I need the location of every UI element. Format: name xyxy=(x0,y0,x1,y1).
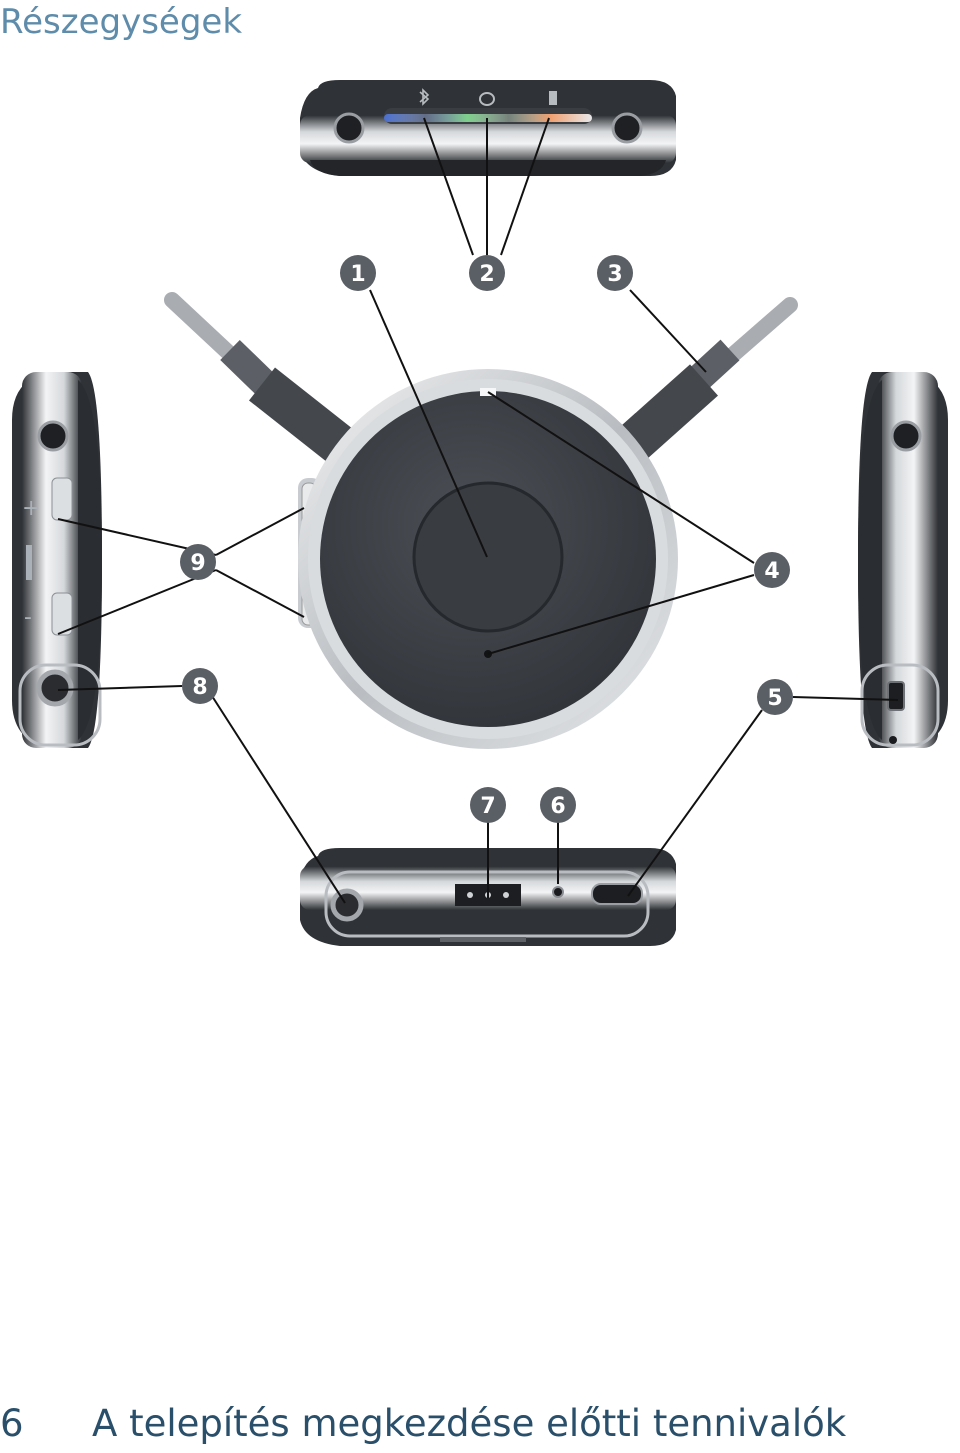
volume-minus-label: - xyxy=(24,605,32,630)
section-title: A telepítés megkezdése előtti tennivalók xyxy=(92,1402,846,1445)
svg-text:7: 7 xyxy=(480,794,495,819)
svg-text:1: 1 xyxy=(350,262,365,287)
svg-text:8: 8 xyxy=(192,675,207,700)
page-number: 6 xyxy=(0,1402,92,1445)
svg-text:2: 2 xyxy=(479,262,494,287)
svg-text:5: 5 xyxy=(767,686,782,711)
volume-plus-label: + xyxy=(22,496,40,521)
left-view: + - xyxy=(12,372,102,748)
callout-2: 2 xyxy=(469,255,505,291)
callout-4: 4 xyxy=(754,552,790,588)
callout-7: 7 xyxy=(470,787,506,823)
callout-8: 8 xyxy=(182,668,218,704)
callout-9: 9 xyxy=(180,544,216,580)
callout-6: 6 xyxy=(540,787,576,823)
svg-text:3: 3 xyxy=(607,262,622,287)
svg-text:4: 4 xyxy=(764,559,779,584)
charge-icon xyxy=(549,91,557,105)
front-view xyxy=(298,369,678,749)
callout-1: 1 xyxy=(340,255,376,291)
right-view xyxy=(858,372,948,748)
svg-text:9: 9 xyxy=(190,551,205,576)
callout-5: 5 xyxy=(757,679,793,715)
svg-text:6: 6 xyxy=(550,794,565,819)
callout-3: 3 xyxy=(597,255,633,291)
